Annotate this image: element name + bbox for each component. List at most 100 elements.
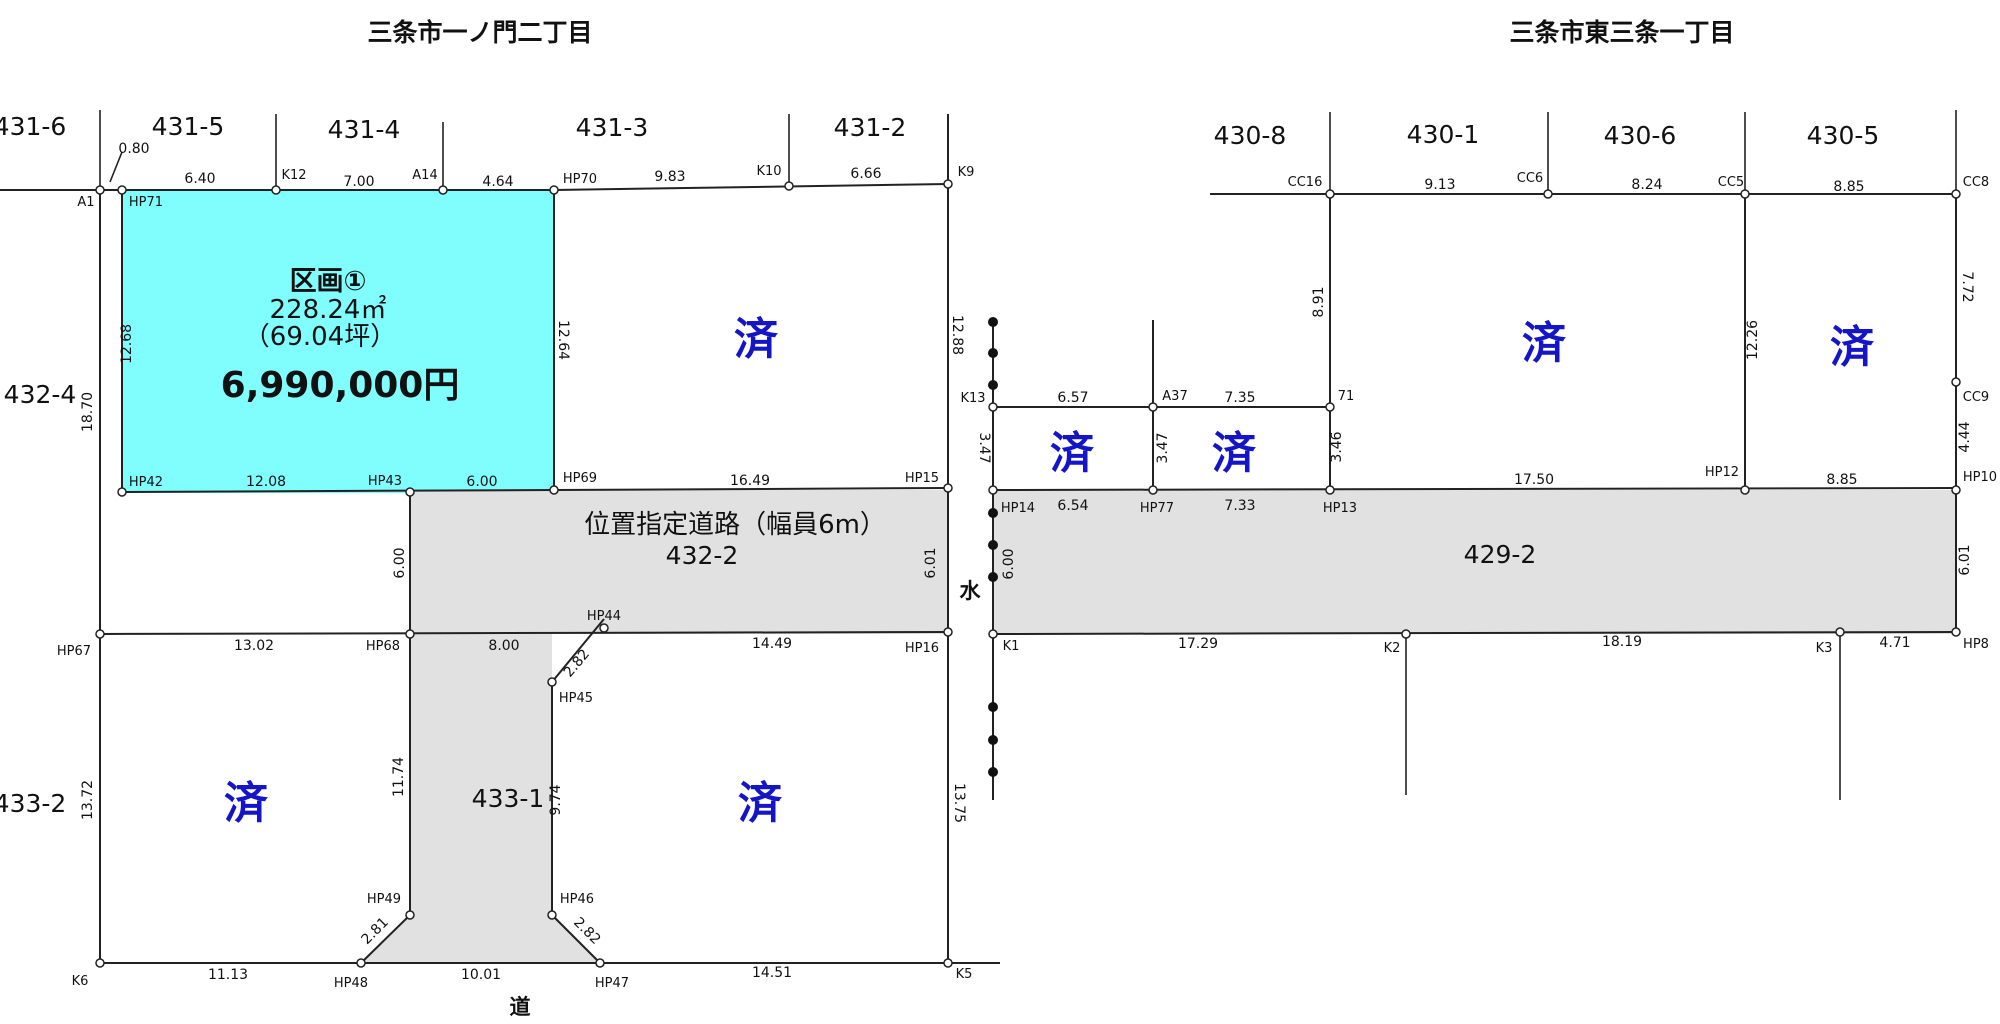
pt-HP68: HP68: [366, 639, 400, 654]
dim-6-00-right: 6.00: [1001, 548, 1017, 579]
pt-A1: A1: [77, 195, 94, 210]
parcel-431-4: 431-4: [328, 115, 401, 144]
pt-K2: K2: [1384, 641, 1401, 656]
dim-6-01-b: 6.01: [1957, 544, 1973, 575]
parcel-432-2: 432-2: [666, 541, 739, 570]
parcel-433-1: 433-1: [472, 784, 545, 813]
dim-6-66: 6.66: [850, 166, 881, 182]
dim-8-91: 8.91: [1311, 286, 1327, 317]
pt-A37: A37: [1162, 389, 1187, 404]
pt-K5: K5: [956, 967, 973, 982]
pt-HP13: HP13: [1323, 501, 1357, 516]
pt-CC9: CC9: [1963, 390, 1989, 405]
dim-7-35: 7.35: [1224, 390, 1255, 406]
dim-6-54: 6.54: [1057, 498, 1088, 514]
title-right: 三条市東三条一丁目: [1509, 18, 1734, 47]
dim-12-68: 12.68: [119, 324, 135, 364]
pt-K13: K13: [960, 391, 985, 406]
road-bottom-label: 道: [510, 995, 531, 1019]
dim-6-00-left: 6.00: [392, 547, 408, 578]
parcel-431-2: 431-2: [834, 113, 907, 142]
boundary-lines: [0, 110, 1957, 964]
pt-HP15: HP15: [905, 471, 939, 486]
parcel-430-8: 430-8: [1214, 121, 1287, 150]
dim-7-72: 7.72: [1959, 271, 1975, 302]
dim-14-51: 14.51: [752, 965, 792, 981]
dim-13-75: 13.75: [951, 783, 967, 823]
pt-HP48: HP48: [334, 976, 368, 991]
pt-HP46: HP46: [560, 892, 594, 907]
pt-HP8: HP8: [1963, 637, 1989, 652]
road-area-432-2: [361, 490, 948, 963]
pt-CC16: CC16: [1288, 175, 1323, 190]
sold-marks: 済 済 済 済 済 済 済: [224, 314, 1875, 829]
pt-HP16: HP16: [905, 641, 939, 656]
dim-8-85-bottom: 8.85: [1826, 472, 1857, 488]
parcel-429-2: 429-2: [1464, 540, 1537, 569]
dim-11-13: 11.13: [208, 967, 248, 983]
sold-mark-small-2: 済: [1212, 428, 1257, 479]
dim-18-19: 18.19: [1602, 634, 1642, 650]
sold-mark-430-5: 済: [1830, 322, 1875, 373]
dim-8-00: 8.00: [488, 638, 519, 654]
dim-6-57: 6.57: [1057, 390, 1088, 406]
section-1-info: 区画① 228.24㎡ （69.04坪） 6,990,000円: [221, 266, 460, 406]
pt-K9: K9: [958, 165, 975, 180]
parcel-430-5: 430-5: [1807, 121, 1880, 150]
dim-9-83: 9.83: [654, 169, 685, 185]
dim-12-08: 12.08: [246, 474, 286, 490]
dim-6-01-a: 6.01: [923, 547, 939, 578]
parcel-431-6: 431-6: [0, 112, 66, 141]
dim-2-82-a: 2.82: [561, 646, 593, 680]
parcel-432-4: 432-4: [4, 380, 77, 409]
dim-4-71: 4.71: [1879, 635, 1910, 651]
pt-HP43: HP43: [368, 474, 402, 489]
water-channel-dots: [988, 317, 998, 777]
sold-mark-430-1: 済: [1522, 318, 1567, 369]
parcel-430-1: 430-1: [1407, 120, 1480, 149]
pt-71: 71: [1338, 389, 1355, 404]
pt-K1: K1: [1003, 639, 1020, 654]
section-1-highlight: [122, 190, 554, 493]
pt-K12: K12: [281, 168, 306, 183]
point-labels: A1 HP71 K12 A14 HP70 K10 K9 HP42 HP43 HP…: [57, 164, 1997, 991]
pt-HP12: HP12: [1705, 465, 1739, 480]
dim-17-29: 17.29: [1178, 636, 1218, 652]
pt-HP77: HP77: [1140, 501, 1174, 516]
section-1-name: 区画①: [290, 266, 367, 297]
dim-12-26: 12.26: [1745, 320, 1761, 360]
dim-6-40: 6.40: [184, 171, 215, 187]
pt-HP45: HP45: [559, 691, 593, 706]
pt-HP14: HP14: [1001, 501, 1035, 516]
pt-HP42: HP42: [129, 475, 163, 490]
section-1-area: 228.24㎡: [270, 295, 387, 325]
pt-HP10: HP10: [1963, 470, 1997, 485]
dim-12-64: 12.64: [555, 320, 571, 360]
pt-CC5: CC5: [1718, 175, 1744, 190]
pt-K6: K6: [72, 974, 89, 989]
pt-K10: K10: [756, 164, 781, 179]
survey-markers: [95, 179, 1961, 968]
sold-mark-433-2: 済: [224, 778, 269, 829]
road-area-429-2: [993, 490, 1956, 634]
sold-mark-431-3: 済: [734, 314, 779, 365]
dim-18-70: 18.70: [80, 392, 96, 432]
parcel-430-6: 430-6: [1604, 121, 1677, 150]
pt-HP49: HP49: [367, 892, 401, 907]
road-designation-label: 位置指定道路（幅員6m）: [584, 510, 886, 540]
section-1-tsubo: （69.04坪）: [244, 322, 396, 352]
pt-HP69: HP69: [563, 471, 597, 486]
dim-7-33: 7.33: [1224, 498, 1255, 514]
dim-6-00-top: 6.00: [466, 474, 497, 490]
dim-16-49: 16.49: [730, 473, 770, 489]
dim-13-02: 13.02: [234, 638, 274, 654]
section-1-price: 6,990,000円: [221, 365, 460, 406]
parcel-433-2: 433-2: [0, 789, 66, 818]
dim-3-47-a: 3.47: [976, 432, 992, 463]
dim-10-01: 10.01: [461, 967, 501, 983]
dim-14-49: 14.49: [752, 636, 792, 652]
pt-HP67: HP67: [57, 644, 91, 659]
pt-HP71: HP71: [129, 195, 163, 210]
dim-12-88: 12.88: [949, 315, 965, 355]
